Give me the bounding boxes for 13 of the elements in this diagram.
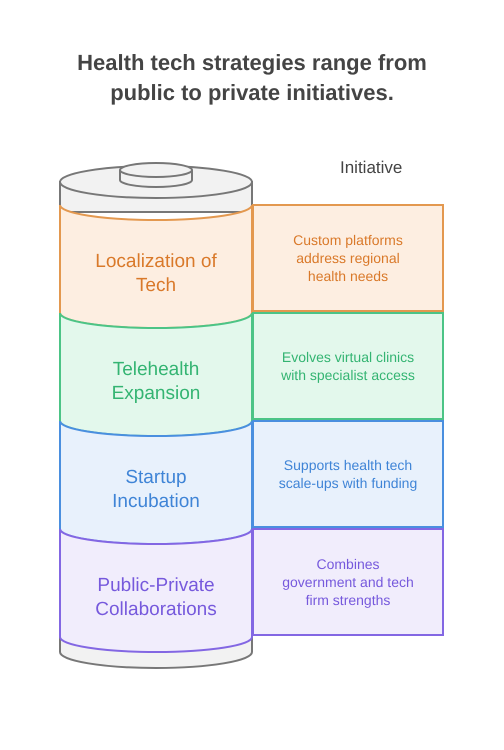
description-text: Custom platforms address regional health needs [292,231,404,285]
description-text: Evolves virtual clinics with specialist access [280,348,416,384]
description-box [252,312,444,420]
description-box [252,528,444,636]
segment-label: Public-Private Collaborations [94,574,218,622]
description-box [252,204,444,312]
description-box [252,420,444,528]
segment-label: Localization of Tech [94,250,218,298]
description-text: Supports health tech scale-ups with funding [278,456,418,492]
column-header: Initiative [340,158,402,178]
cylinder-segment [60,205,252,328]
description-text: Combines government and tech firm strengths [281,555,415,609]
title: Health tech strategies range from public to private initiatives. [76,49,428,107]
